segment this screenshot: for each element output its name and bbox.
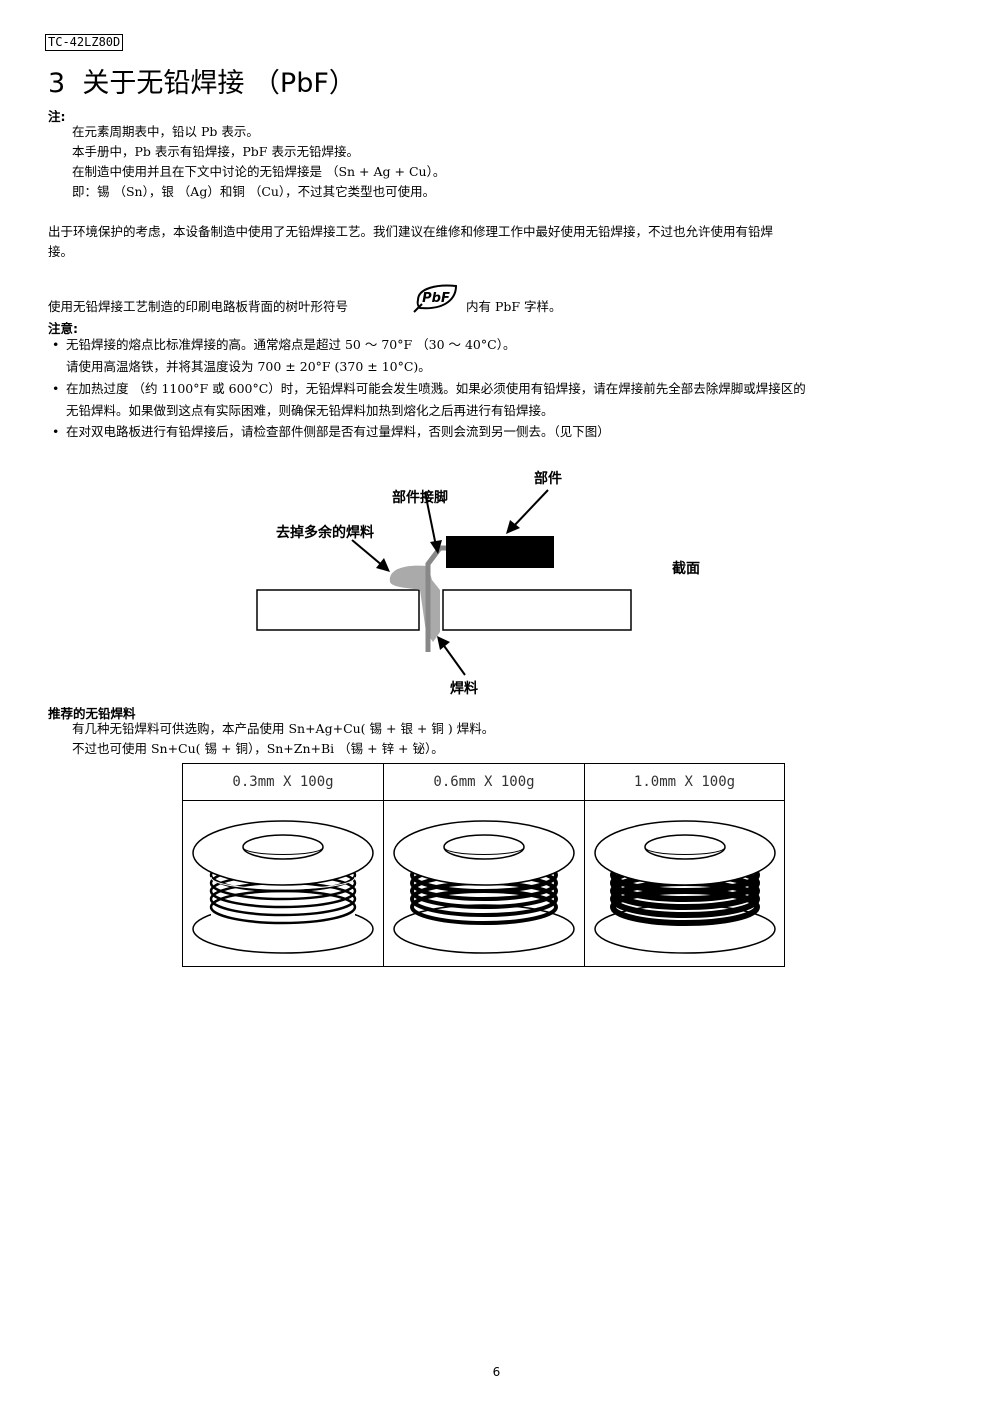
caution-bullet-2-line-2: 无铅焊料。如果做到这点有实际困难，则确保无铅焊料加热到熔化之后再进行有铅焊接。 bbox=[66, 403, 554, 418]
pcb-board-left bbox=[256, 589, 420, 631]
bullet-dot: • bbox=[52, 337, 60, 352]
label-component-lead: 部件接脚 bbox=[392, 490, 448, 506]
bullet-dot: • bbox=[52, 381, 60, 396]
model-number-box: TC-42LZ80D bbox=[45, 34, 124, 51]
caution-bullet-1-line-2: 请使用高温烙铁，并将其温度设为 700 ± 20°F (370 ± 10°C)。 bbox=[66, 359, 431, 374]
caution-heading: 注意: bbox=[48, 321, 78, 336]
spool-cell-3: 1.0mm X 100g bbox=[585, 764, 784, 966]
bullet-dot: • bbox=[52, 424, 60, 439]
caution-bullet-3: • 在对双电路板进行有铅焊接后，请检查部件侧部是否有过量焊料，否则会流到另一侧去。… bbox=[52, 421, 610, 442]
solder-spool-table: 0.3mm X 100g 0.6mm X 100g bbox=[182, 763, 785, 967]
spool-cell-1: 0.3mm X 100g bbox=[183, 764, 384, 966]
caution-bullet-3-line-1: 在对双电路板进行有铅焊接后，请检查部件侧部是否有过量焊料，否则会流到另一侧去。（… bbox=[66, 424, 610, 439]
label-solder: 焊料 bbox=[450, 681, 478, 697]
pbf-leaf-logo: PbF bbox=[412, 284, 460, 314]
label-remove-excess-solder: 去掉多余的焊料 bbox=[276, 525, 374, 541]
note-line-4: 即：锡 （Sn），银 （Ag）和铜 （Cu），不过其它类型也可使用。 bbox=[72, 184, 436, 199]
spool-label-1: 0.3mm X 100g bbox=[183, 764, 383, 801]
recommended-heading: 推荐的无铅焊料 bbox=[48, 706, 136, 721]
pbf-logo-text: PbF bbox=[422, 291, 450, 306]
solder-spool-thick-icon bbox=[594, 820, 776, 954]
spool-label-3: 1.0mm X 100g bbox=[585, 764, 784, 801]
caution-bullet-2-line-1: 在加热过度 （约 1100°F 或 600°C）时，无铅焊料可能会发生喷溅。如果… bbox=[66, 381, 806, 396]
label-cross-section: 截面 bbox=[672, 561, 700, 577]
note-line-2: 本手册中，Pb 表示有铅焊接，PbF 表示无铅焊接。 bbox=[72, 144, 359, 159]
spool-cell-2: 0.6mm X 100g bbox=[384, 764, 585, 966]
pcb-board-right bbox=[442, 589, 632, 631]
recommended-line-2: 不过也可使用 Sn+Cu( 锡 + 铜），Sn+Zn+Bi （锡 + 锌 + 铋… bbox=[72, 741, 444, 756]
pbf-mark-text-before: 使用无铅焊接工艺制造的印刷电路板背面的树叶形符号 bbox=[48, 299, 349, 314]
section-title: 3 关于无铅焊接 （PbF） bbox=[48, 68, 356, 99]
note-line-1: 在元素周期表中，铅以 Pb 表示。 bbox=[72, 124, 259, 139]
recommended-line-1: 有几种无铅焊料可供选购，本产品使用 Sn+Ag+Cu( 锡 + 银 + 铜 ) … bbox=[72, 721, 495, 736]
solder-cross-section-diagram: 部件 部件接脚 去掉多余的焊料 截面 焊料 bbox=[240, 460, 740, 704]
caution-bullet-1: • 无铅焊接的熔点比标准焊接的高。通常熔点是超过 50 ～ 70°F （30 ～ … bbox=[52, 334, 515, 355]
pbf-mark-text-after: 内有 PbF 字样。 bbox=[466, 299, 562, 314]
note-heading: 注: bbox=[48, 109, 66, 124]
intro-line-1: 出于环境保护的考虑，本设备制造中使用了无铅焊接工艺。我们建议在维修和修理工作中最… bbox=[48, 224, 774, 239]
label-component: 部件 bbox=[534, 471, 562, 487]
spool-label-2: 0.6mm X 100g bbox=[384, 764, 584, 801]
caution-bullet-1-line-1: 无铅焊接的熔点比标准焊接的高。通常熔点是超过 50 ～ 70°F （30 ～ 4… bbox=[66, 337, 516, 352]
solder-spool-thin-icon bbox=[192, 820, 374, 954]
solder-spool-medium-icon bbox=[393, 820, 575, 954]
component-body bbox=[446, 536, 554, 568]
caution-bullet-2: • 在加热过度 （约 1100°F 或 600°C）时，无铅焊料可能会发生喷溅。如… bbox=[52, 378, 806, 399]
component-lead bbox=[425, 545, 446, 652]
note-line-3: 在制造中使用并且在下文中讨论的无铅焊接是 （Sn + Ag + Cu）。 bbox=[72, 164, 446, 179]
intro-line-2: 接。 bbox=[48, 244, 74, 259]
page-number: 6 bbox=[492, 1365, 501, 1379]
